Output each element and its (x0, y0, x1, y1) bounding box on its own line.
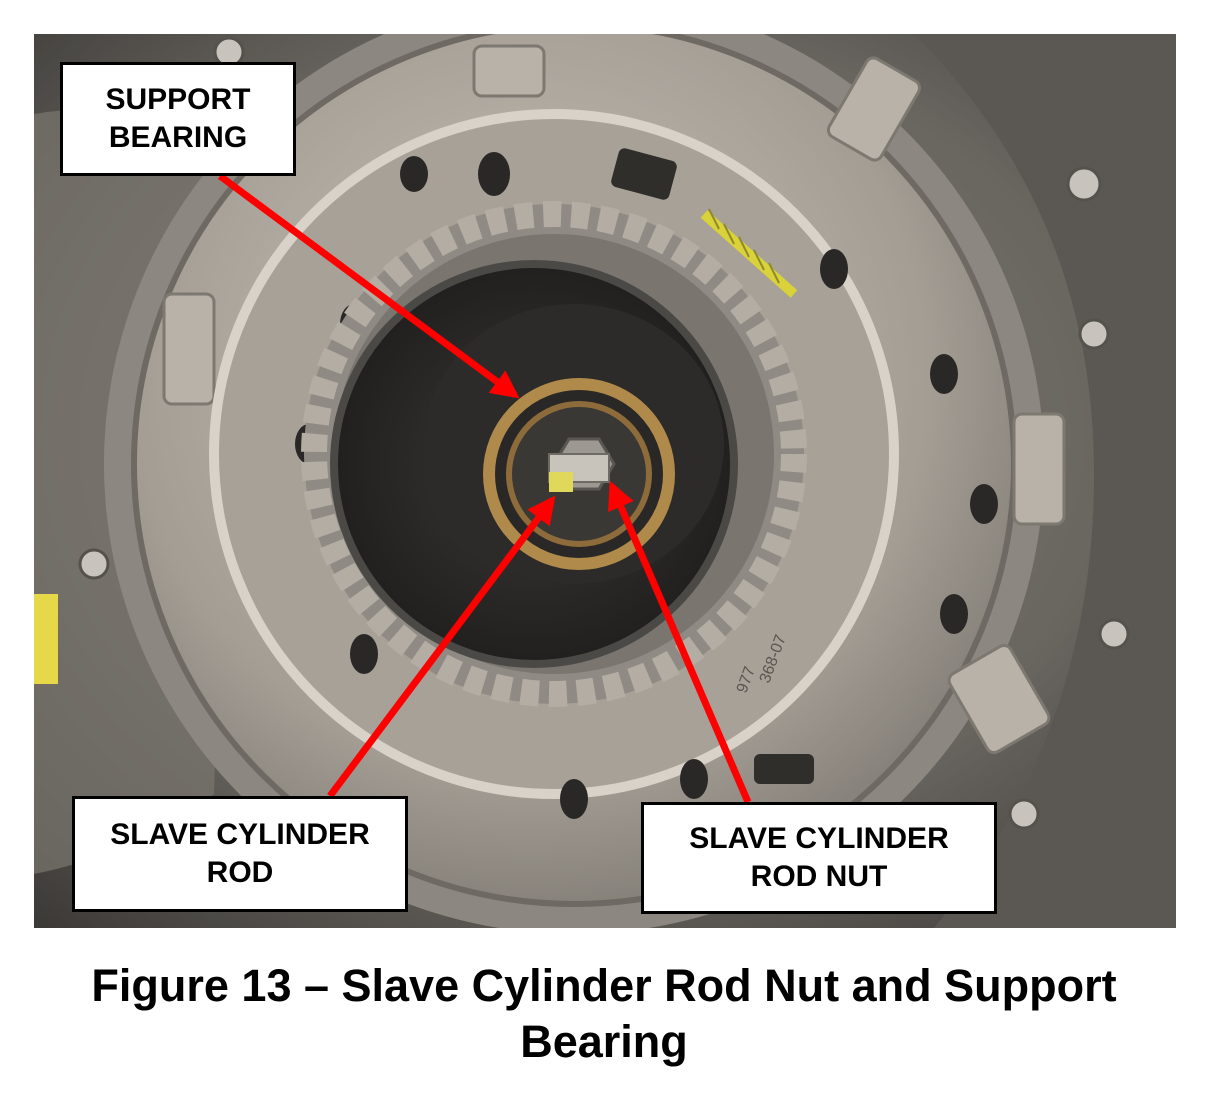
figure-caption-line2: Bearing (520, 1016, 688, 1067)
support-bearing-callout: SUPPORT BEARING (60, 62, 296, 176)
slave-cylinder-rod-nut-label-line1: SLAVE CYLINDER (689, 822, 949, 855)
slave-cylinder-rod-label-line2: ROD (206, 856, 274, 889)
slave-cylinder-rod-nut-callout: SLAVE CYLINDER ROD NUT (641, 802, 997, 914)
slave-cylinder-rod-callout: SLAVE CYLINDER ROD (72, 796, 408, 912)
figure-caption: Figure 13 – Slave Cylinder Rod Nut and S… (0, 958, 1208, 1070)
slave-cylinder-rod-nut-label-line2: ROD NUT (750, 860, 888, 893)
slave-cylinder-rod-label-line1: SLAVE CYLINDER (110, 818, 370, 851)
support-bearing-label-line2: BEARING (108, 121, 248, 154)
figure-caption-line1: Figure 13 – Slave Cylinder Rod Nut and S… (91, 960, 1117, 1011)
support-bearing-label-line1: SUPPORT (105, 83, 251, 116)
